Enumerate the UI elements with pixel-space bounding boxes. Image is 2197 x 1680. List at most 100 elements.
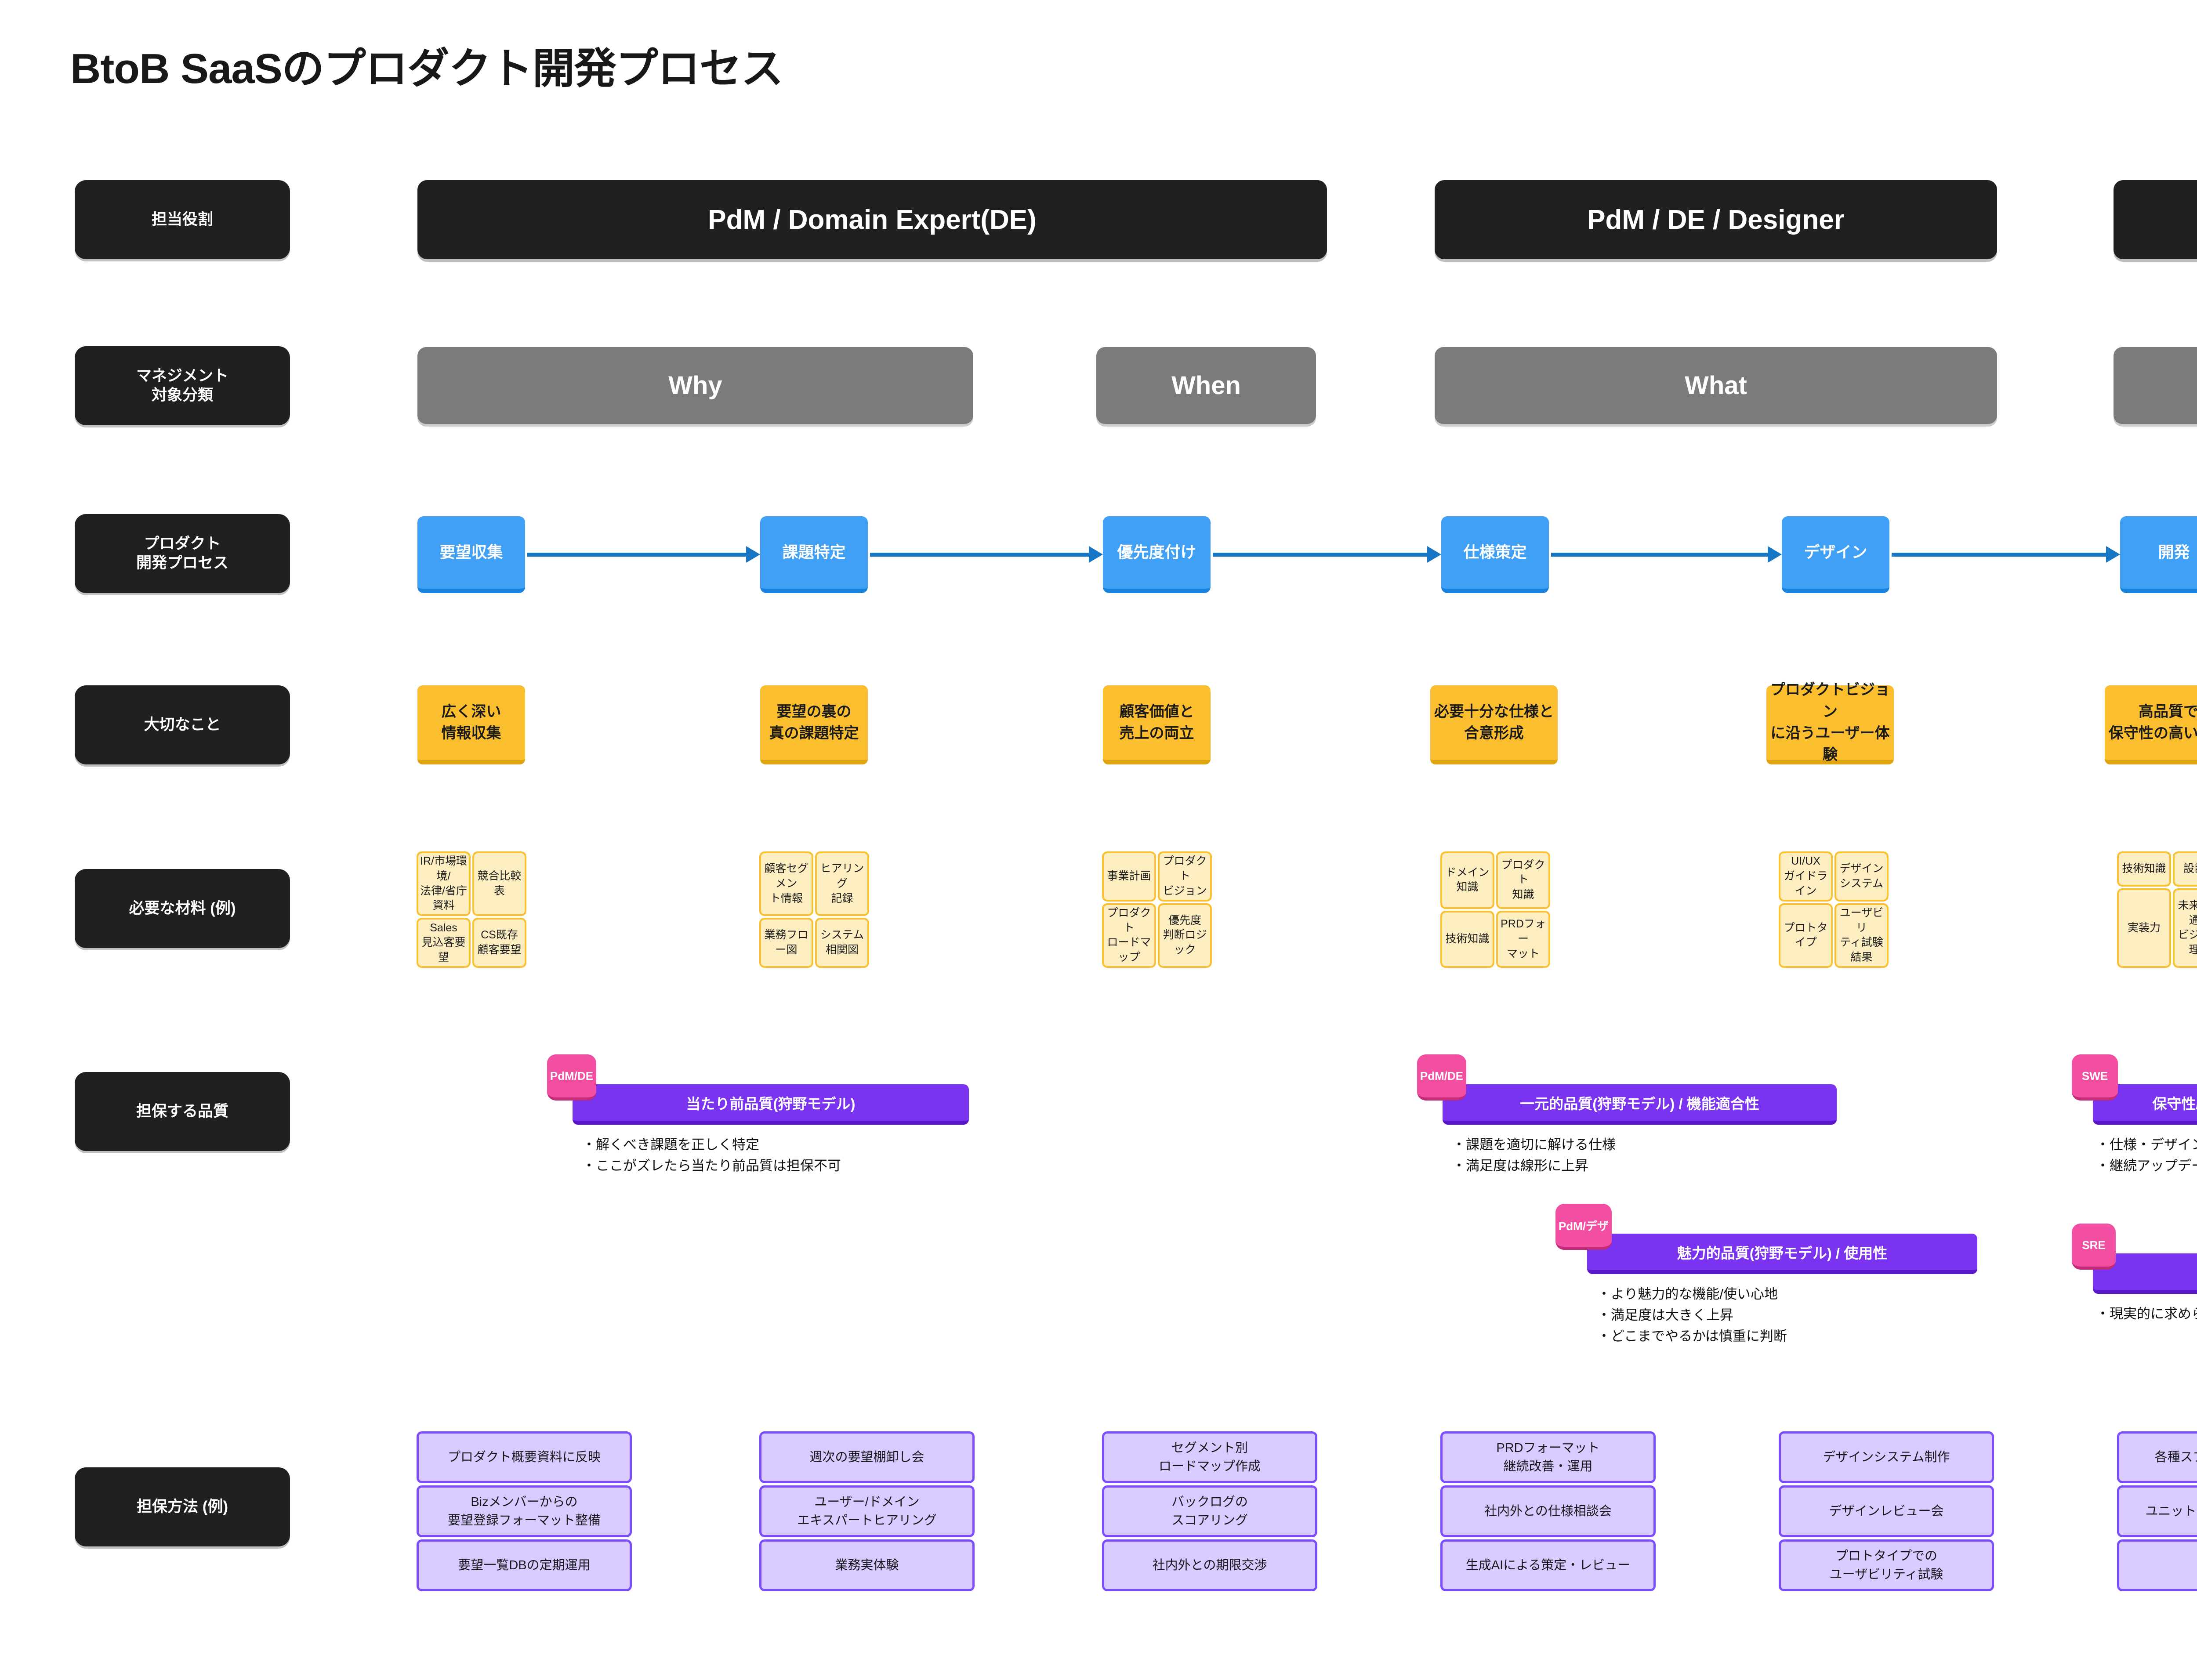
- material-cell[interactable]: 優先度 判断ロジック: [1158, 903, 1212, 968]
- materials-group-1: IR/市場環境/ 法律/省庁資料 競合比較表 Sales 見込客要望 CS既存 …: [417, 851, 526, 968]
- quality-badge-sre[interactable]: SRE: [2072, 1224, 2116, 1270]
- method-cell[interactable]: ユニットテスト / APIテスト: [2117, 1485, 2197, 1537]
- role-header-2-label: PdM / DE / Designer: [1587, 204, 1845, 235]
- method-cell[interactable]: ユーザー/ドメイン エキスパートヒアリング: [759, 1485, 975, 1537]
- material-cell[interactable]: CS既存 顧客要望: [472, 918, 526, 968]
- arrow-shaft: [527, 552, 747, 557]
- role-header-2[interactable]: PdM / DE / Designer: [1435, 180, 1997, 259]
- quality-bullets-3: ・仕様・デザインを正確に実現 ・継続アップデートを見据える: [2096, 1134, 2197, 1177]
- quality-bullet: ・仕様・デザインを正確に実現: [2096, 1137, 2197, 1152]
- material-cell[interactable]: 実装力: [2117, 888, 2171, 968]
- material-cell[interactable]: デザイン システム: [1834, 851, 1889, 902]
- arrow-head: [1089, 546, 1103, 563]
- arrow-shaft: [870, 552, 1090, 557]
- material-cell[interactable]: 事業計画: [1102, 851, 1156, 902]
- process-step-5-label: デザイン: [1804, 543, 1867, 561]
- material-cell[interactable]: ユーザビリ ティ試験結果: [1834, 903, 1889, 968]
- material-cell[interactable]: ドメイン 知識: [1440, 851, 1494, 909]
- method-cell[interactable]: デザインレビュー会: [1779, 1485, 1994, 1537]
- method-cell[interactable]: 社内外との期限交渉: [1102, 1539, 1317, 1591]
- materials-group-2: 顧客セグメン ト情報 ヒアリング 記録 業務フロー図 システム 相関図: [759, 851, 869, 968]
- quality-title-5[interactable]: 魅力的品質(狩野モデル) / 使用性: [1587, 1234, 1977, 1274]
- material-cell[interactable]: プロダクト ロードマップ: [1102, 903, 1156, 968]
- process-step-1[interactable]: 要望収集: [417, 516, 525, 593]
- management-bar-what-label: What: [1685, 371, 1747, 400]
- important-point-5[interactable]: プロダクトビジョン に沿うユーザー体験: [1766, 681, 1894, 764]
- process-step-4[interactable]: 仕様策定: [1441, 516, 1549, 593]
- management-bar-how[interactable]: How: [2114, 347, 2197, 424]
- material-cell[interactable]: 技術知識: [1440, 910, 1494, 968]
- quality-bullet: ・解くべき課題を正しく特定: [582, 1137, 759, 1152]
- quality-title-2[interactable]: 一元的品質(狩野モデル) / 機能適合性: [1443, 1084, 1837, 1125]
- arrow-head: [1427, 546, 1441, 563]
- important-point-6[interactable]: 高品質で 保守性の高い実装: [2105, 685, 2197, 764]
- method-cell-wide-cicd[interactable]: CI/CD構築 / 脆弱性診断 / パフォーマンステスト…: [2117, 1539, 2197, 1591]
- material-cell[interactable]: PRDフォー マット: [1496, 910, 1550, 968]
- material-cell[interactable]: 業務フロー図: [759, 918, 813, 968]
- method-cell[interactable]: 生成AIによる策定・レビュー: [1440, 1539, 1656, 1591]
- quality-badge-pdm-de-1[interactable]: PdM/DE: [547, 1054, 596, 1101]
- method-cell[interactable]: 要望一覧DBの定期運用: [417, 1539, 632, 1591]
- method-cell[interactable]: 各種スプリントイベント: [2117, 1431, 2197, 1483]
- quality-bullet: ・満足度は大きく上昇: [1597, 1307, 1733, 1323]
- process-step-2-label: 課題特定: [782, 543, 846, 561]
- process-arrow-3: [1213, 546, 1441, 563]
- method-cell[interactable]: PRDフォーマット 継続改善・運用: [1440, 1431, 1656, 1483]
- method-cell[interactable]: バックログの スコアリング: [1102, 1485, 1317, 1537]
- method-cell[interactable]: プロトタイプでの ユーザビリティ試験: [1779, 1539, 1994, 1591]
- management-bar-when[interactable]: When: [1096, 347, 1316, 424]
- important-point-4[interactable]: 必要十分な仕様と 合意形成: [1430, 685, 1558, 764]
- material-cell[interactable]: Sales 見込客要望: [417, 918, 471, 968]
- method-cell[interactable]: プロダクト概要資料に反映: [417, 1431, 632, 1483]
- quality-title-1[interactable]: 当たり前品質(狩野モデル): [573, 1084, 969, 1125]
- material-cell[interactable]: 未来を見通す ビジネス理解: [2173, 888, 2197, 968]
- methods-group-6: 各種スプリントイベント ユニットテスト / APIテスト: [2117, 1431, 2197, 1537]
- quality-badge-pdm-designer[interactable]: PdM/デザ: [1555, 1204, 1612, 1250]
- row-label-role: 担当役割: [75, 180, 290, 259]
- role-header-1-label: PdM / Domain Expert(DE): [708, 204, 1037, 235]
- row-label-role-text: 担当役割: [151, 211, 213, 228]
- management-bar-why[interactable]: Why: [417, 347, 973, 424]
- material-cell[interactable]: プロトタイプ: [1779, 903, 1833, 968]
- process-step-6[interactable]: 開発: [2120, 516, 2197, 593]
- process-step-5[interactable]: デザイン: [1782, 516, 1889, 593]
- method-cell[interactable]: Bizメンバーからの 要望登録フォーマット整備: [417, 1485, 632, 1537]
- material-cell[interactable]: UI/UX ガイドライン: [1779, 851, 1833, 902]
- row-label-important-text: 大切なこと: [144, 716, 221, 734]
- process-step-3[interactable]: 優先度付け: [1103, 516, 1211, 593]
- material-cell[interactable]: 設計力: [2173, 851, 2197, 887]
- material-cell[interactable]: プロダクト ビジョン: [1158, 851, 1212, 902]
- method-cell[interactable]: 業務実体験: [759, 1539, 975, 1591]
- role-header-1[interactable]: PdM / Domain Expert(DE): [417, 180, 1327, 259]
- role-header-3[interactable]: Scrum Master / Engineer / QA / PdM: [2114, 180, 2197, 259]
- process-step-6-label: 開発: [2158, 543, 2190, 561]
- method-cell[interactable]: セグメント別 ロードマップ作成: [1102, 1431, 1317, 1483]
- material-cell[interactable]: ヒアリング 記録: [815, 851, 869, 916]
- material-cell[interactable]: 競合比較表: [472, 851, 526, 916]
- material-cell[interactable]: 技術知識: [2117, 851, 2171, 887]
- material-cell[interactable]: プロダクト 知識: [1496, 851, 1550, 909]
- row-label-management-text: マネジメント 対象分類: [136, 367, 228, 404]
- quality-bullet: ・満足度は線形に上昇: [1452, 1158, 1588, 1174]
- material-cell[interactable]: IR/市場環境/ 法律/省庁資料: [417, 851, 471, 916]
- arrow-head: [1768, 546, 1782, 563]
- quality-badge-pdm-de-2[interactable]: PdM/DE: [1417, 1054, 1466, 1101]
- row-label-methods-text: 担保方法 (例): [136, 1498, 228, 1516]
- method-cell[interactable]: 社内外との仕様相談会: [1440, 1485, 1656, 1537]
- quality-bullet: ・課題を適切に解ける仕様: [1452, 1137, 1616, 1152]
- important-point-3[interactable]: 顧客価値と 売上の両立: [1103, 685, 1211, 764]
- quality-bullets-5: ・より魅力的な機能/使い心地 ・満足度は大きく上昇 ・どこまでやるかは慎重に判断: [1597, 1284, 1787, 1347]
- methods-group-5: デザインシステム制作 デザインレビュー会 プロトタイプでの ユーザビリティ試験: [1779, 1431, 1994, 1591]
- process-step-2[interactable]: 課題特定: [760, 516, 868, 593]
- important-point-1[interactable]: 広く深い 情報収集: [417, 685, 525, 764]
- material-cell[interactable]: 顧客セグメン ト情報: [759, 851, 813, 916]
- method-cell[interactable]: 週次の要望棚卸し会: [759, 1431, 975, 1483]
- quality-badge-swe[interactable]: SWE: [2072, 1054, 2118, 1101]
- material-cell[interactable]: システム 相関図: [815, 918, 869, 968]
- row-label-process-text: プロダクト 開発プロセス: [136, 535, 228, 572]
- method-cell[interactable]: デザインシステム制作: [1779, 1431, 1994, 1483]
- management-bar-what[interactable]: What: [1435, 347, 1997, 424]
- important-point-3-text: 顧客価値と 売上の両立: [1119, 703, 1194, 742]
- materials-group-5: UI/UX ガイドライン デザイン システム プロトタイプ ユーザビリ ティ試験…: [1779, 851, 1889, 968]
- important-point-2[interactable]: 要望の裏の 真の課題特定: [760, 685, 868, 764]
